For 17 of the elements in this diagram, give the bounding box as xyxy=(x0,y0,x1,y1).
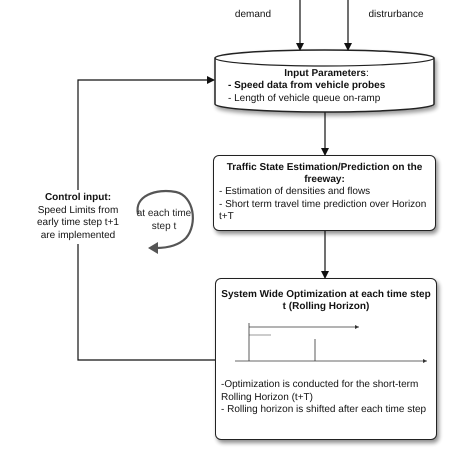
arrow xyxy=(296,0,304,51)
arrow xyxy=(77,76,215,361)
process-box xyxy=(215,278,437,440)
process-box xyxy=(213,155,436,231)
box-text: - Speed data from vehicle probes xyxy=(228,80,386,92)
box-text: - Estimation of densities and flows xyxy=(219,186,372,198)
arrow xyxy=(321,112,329,156)
box-text: -Optimization is conducted for the short-term Rolling Horizon (t+T) xyxy=(221,379,420,404)
box-heading: Traffic State Estimation/Prediction on the freeway: xyxy=(226,162,424,186)
box-text: - Length of vehicle queue on-ramp xyxy=(228,92,382,105)
cycle-label: at each time step t xyxy=(136,208,192,233)
arrow xyxy=(344,0,352,51)
box-heading: Input Parameters: xyxy=(283,68,370,80)
box-text: - Rolling horizon is shifted after each time step xyxy=(221,404,428,416)
box-text: - Short term travel time prediction over Horizon t+T xyxy=(219,198,428,224)
arrow xyxy=(321,231,329,279)
box-heading: System Wide Optimization at each time step t (Rolling Horizon) xyxy=(221,289,431,313)
